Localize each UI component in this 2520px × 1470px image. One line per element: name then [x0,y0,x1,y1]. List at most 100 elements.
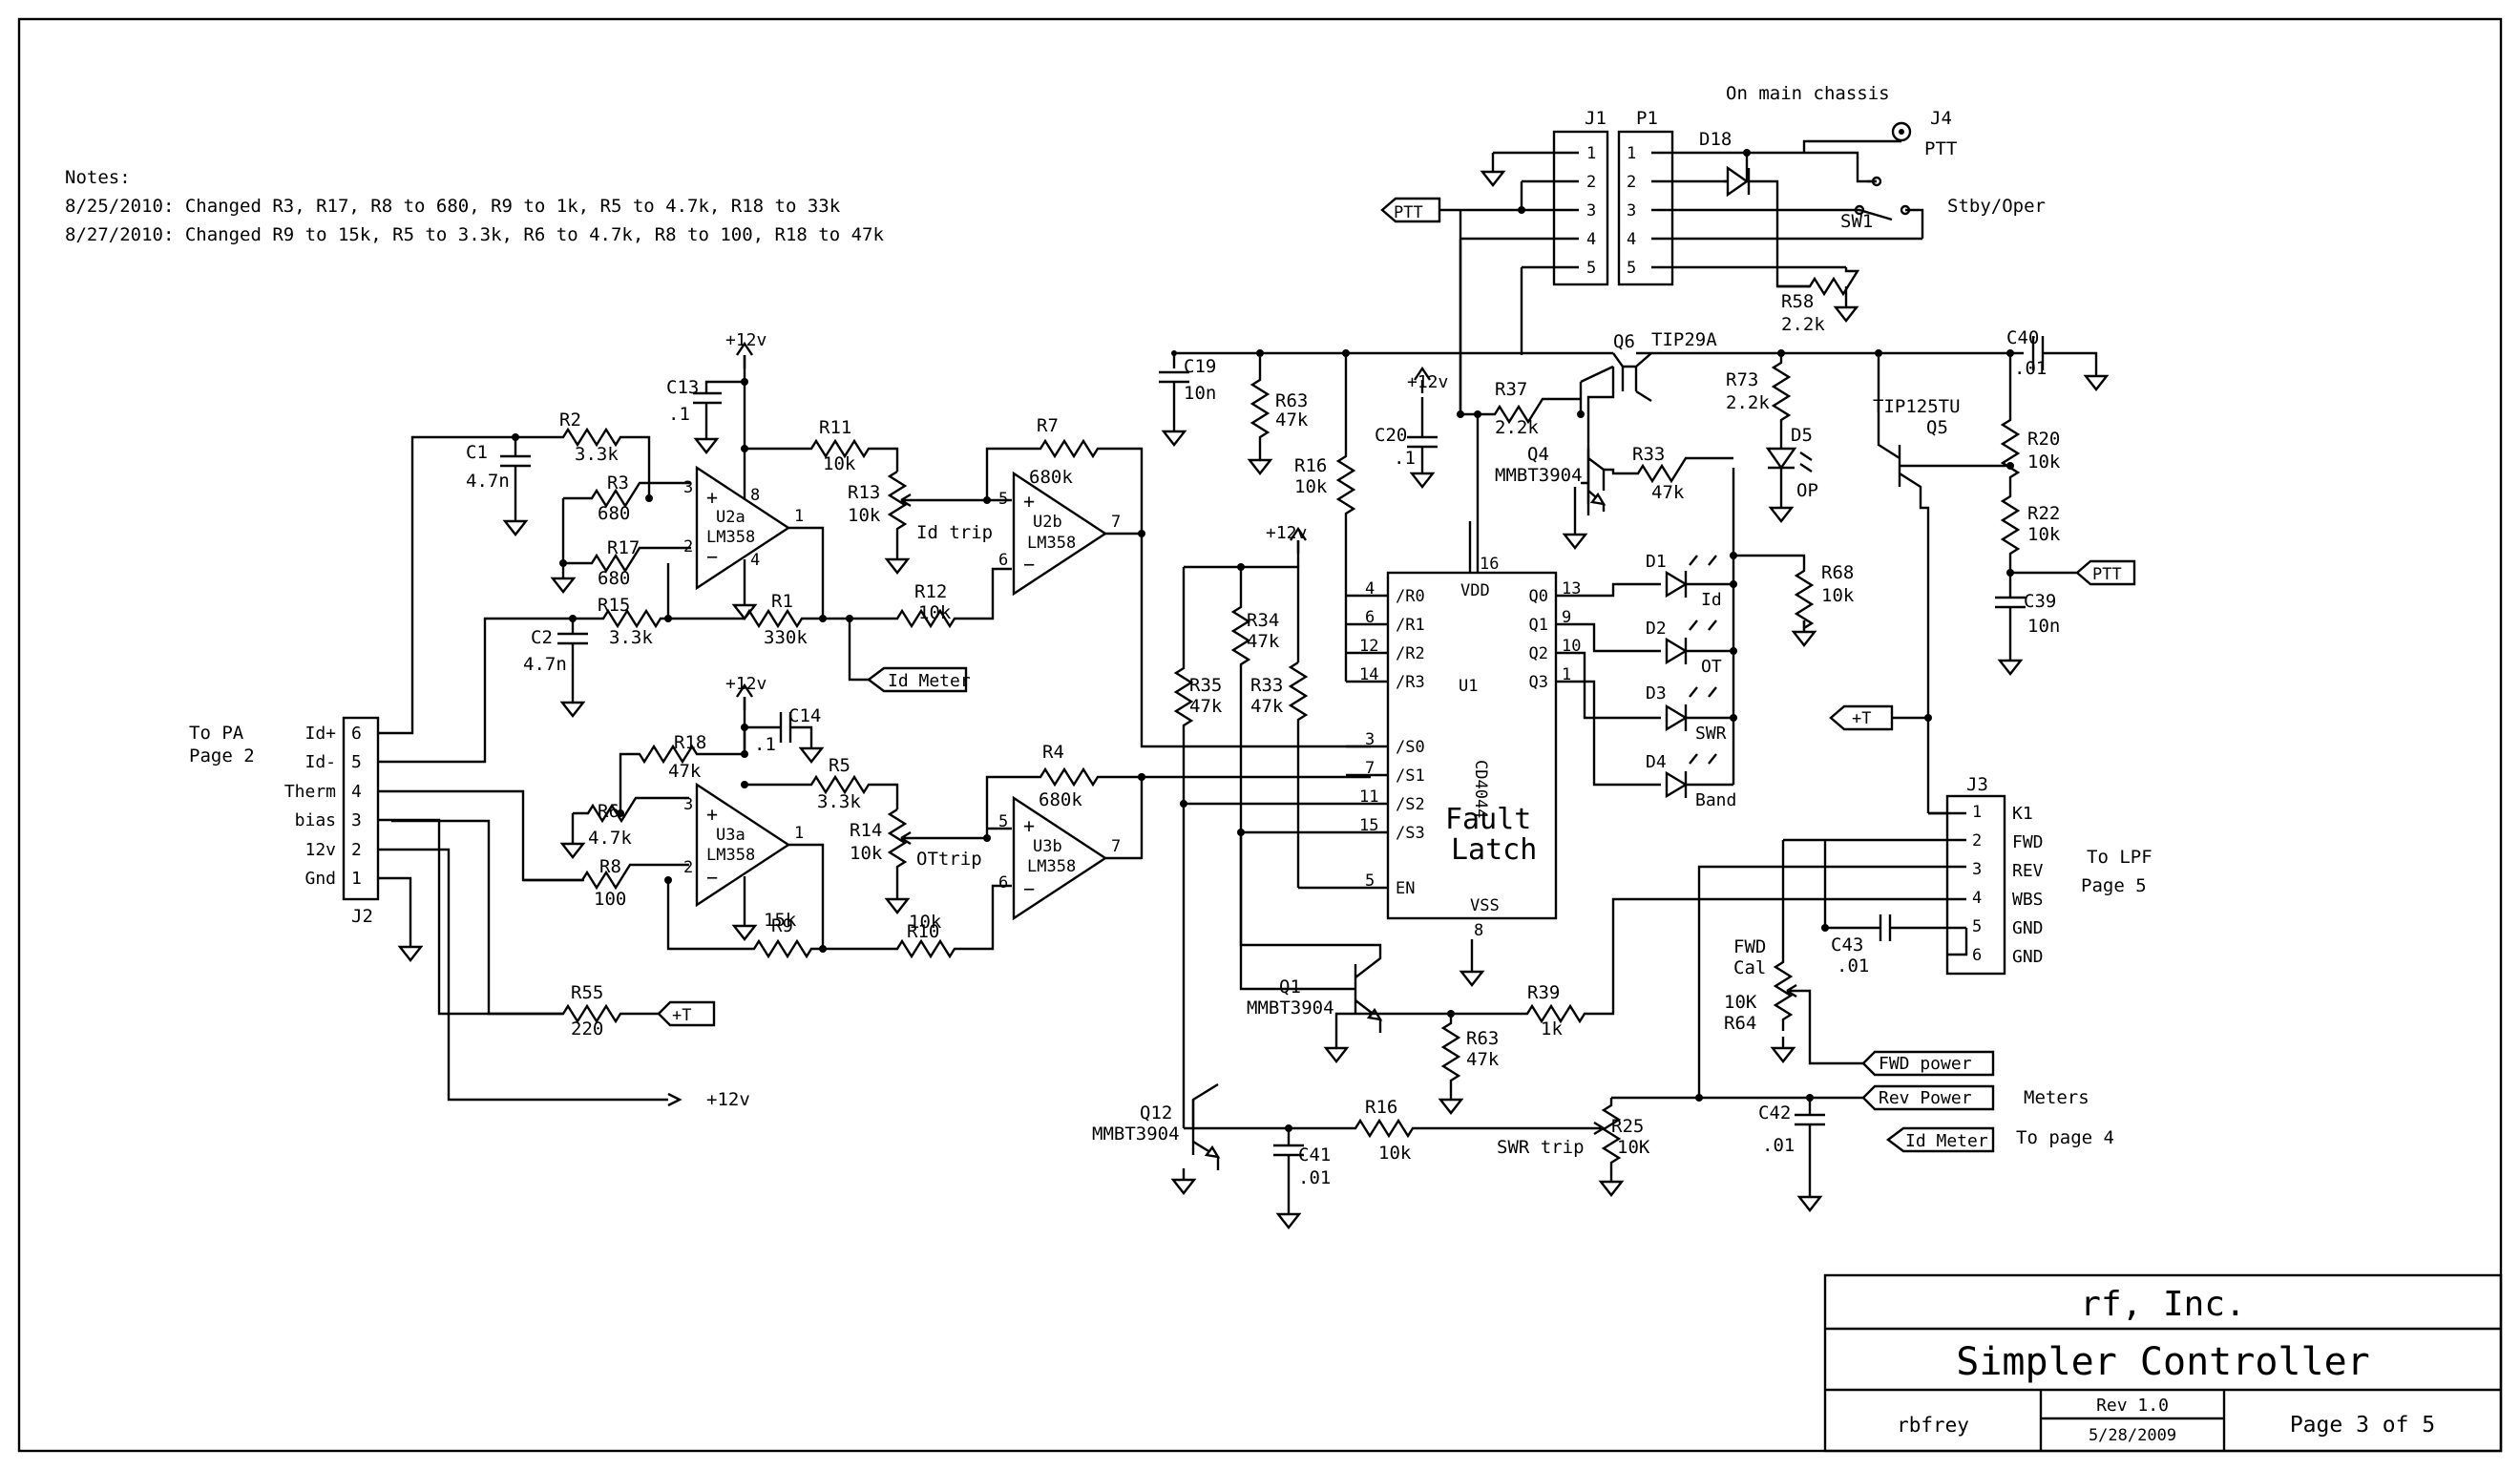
r1-ref: R1 [771,591,793,612]
fault-indicator-leds: D1 Id D2 OT D3 SWR D4 Band R68 10k [1646,468,1855,810]
p1-pin: 4 [1627,230,1636,249]
j2-pin: 2 [351,840,362,860]
j1-pin: 3 [1586,201,1596,220]
u1-pin-num: 6 [1365,608,1375,627]
svg-text:−: − [1023,553,1035,576]
r7-value: 680k [1029,467,1073,488]
p1-ref: P1 [1636,108,1658,129]
r32-value: 1k [1541,1018,1563,1040]
j2-pin: 1 [351,869,362,889]
u2b-pin5: 5 [998,490,1008,509]
r3-ref: R3 [607,472,629,494]
j2-ref: J2 [351,906,373,927]
u1-pin-name: EN [1396,879,1415,898]
r9-ref: R9 [771,915,793,936]
fwd-cal-label-1: FWD [1733,936,1766,957]
u3a-ref: U3a [716,826,746,845]
plus-t-flag-2-label: +T [1852,709,1871,728]
u2a-ref: U2a [716,508,746,527]
u3a-part: LM358 [706,846,755,865]
d1-ref: D1 [1646,552,1667,572]
r31-ref: R16 [1365,1097,1397,1118]
u1-pin-name: Q2 [1529,644,1548,663]
id-meter-flag-2-label: Id Meter [1905,1131,1988,1151]
j2-pin: 3 [351,810,362,830]
r20-value: 10k [2027,452,2061,472]
r55-ref: R55 [571,982,603,1003]
r6-value: 4.7k [588,828,632,849]
u2b-ref: U2b [1033,513,1062,532]
j3-signal: GND [2012,918,2044,938]
r13-value: 10k [848,505,881,526]
d4-label: Band [1695,790,1736,810]
r57-ref: R63 [1466,1028,1499,1049]
revision: Rev 1.0 [2096,1396,2169,1416]
r68-value: 47k [1275,410,1309,430]
revision-notes: Notes: 8/25/2010: Changed R3, R17, R8 to… [65,167,884,245]
r55-thermistor-feed: R55 220 +T [391,819,716,1040]
r37-ref: R68 [1821,562,1854,583]
opamp-u2a-stage: C1 4.7n R2 3.3k R3 680 R17 680 3 2 +− U2… [466,330,1012,718]
j1-ref: J1 [1585,108,1606,129]
r18-ref: R18 [674,732,706,753]
supply-12v: +12v [1266,523,1307,543]
r14-value: 10k [850,843,883,864]
r73-ref: R73 [1726,369,1758,390]
j3-signal: K1 [2012,804,2033,824]
u3a-pin1: 1 [794,824,804,843]
author: rbfrey [1897,1414,1969,1437]
r18-value: 47k [668,761,702,782]
j2-pin: 6 [351,724,362,744]
u1-pin-num: 5 [1365,872,1375,891]
connector-j1: J1 1 2 3 4 5 PTT [1380,108,1609,410]
r14-ref: R14 [850,820,882,841]
j1-pin: 1 [1586,144,1596,163]
opamp-u2b-stage: R7 680k 5 6 +− U2b LM358 7 [964,415,1371,748]
j2-pin: 5 [351,752,362,772]
d1-label: Id [1701,590,1722,610]
fault-label-1: Fault [1445,803,1531,836]
d2-ref: D2 [1646,619,1667,639]
r22-value: 10k [2027,524,2061,545]
r34-value: 47k [1247,631,1280,652]
page2-label: Page 2 [189,746,255,766]
r25-ref: R25 [1611,1116,1644,1137]
r2-value: 3.3k [575,444,619,465]
r10-value: 10k [909,912,942,933]
c1-value: 4.7n [466,471,510,492]
j3-signal: REV [2012,861,2044,881]
u2b-part: LM358 [1027,534,1076,553]
u1-pin-name: /S1 [1396,766,1425,786]
r35-ref: R35 [1189,675,1222,696]
sheet-border [17,17,2503,1453]
opamp-u3b-stage: R4 680k 5 6 +− U3b LM358 7 [964,742,1371,921]
c42-value: .01 [1762,1135,1795,1156]
c13-value: .1 [668,404,690,425]
rev-power-flag-label: Rev Power [1879,1088,1972,1108]
u1-pin16: 16 [1480,555,1499,574]
r5-ref: R5 [829,755,850,776]
u3b-ref: U3b [1033,837,1062,856]
svg-text:−: − [706,545,718,568]
q6-ref: Q6 [1613,331,1635,352]
c19-value: 10n [1184,383,1216,404]
c20-ref: C20 [1375,425,1407,446]
opamp-u3a-stage: +12v C14 .1 R18 47k R6 4.7k R8 100 3 2 +… [523,674,1012,959]
plus-t-flag-label: +T [672,1006,691,1025]
u1-pin-num: 12 [1359,637,1378,656]
r64-value: 10K [1724,992,1757,1013]
j2-signal: Id- [304,752,336,772]
r1-value: 330k [764,627,808,648]
r11-ref: R11 [819,417,851,438]
p1-pin: 1 [1627,144,1636,163]
r20-ref: R20 [2027,429,2060,450]
notes-heading: Notes: [65,167,131,188]
fwd-power-flag-label: FWD power [1879,1054,1972,1074]
d4-ref: D4 [1646,752,1667,772]
d18-ref: D18 [1699,129,1732,150]
supply-12v: +12v [1407,372,1448,392]
c40-ref: C40 [2006,327,2039,348]
c41-ref: C41 [1298,1144,1331,1166]
u1-vss: VSS [1470,896,1500,915]
u1-pin-num: 9 [1562,608,1571,627]
